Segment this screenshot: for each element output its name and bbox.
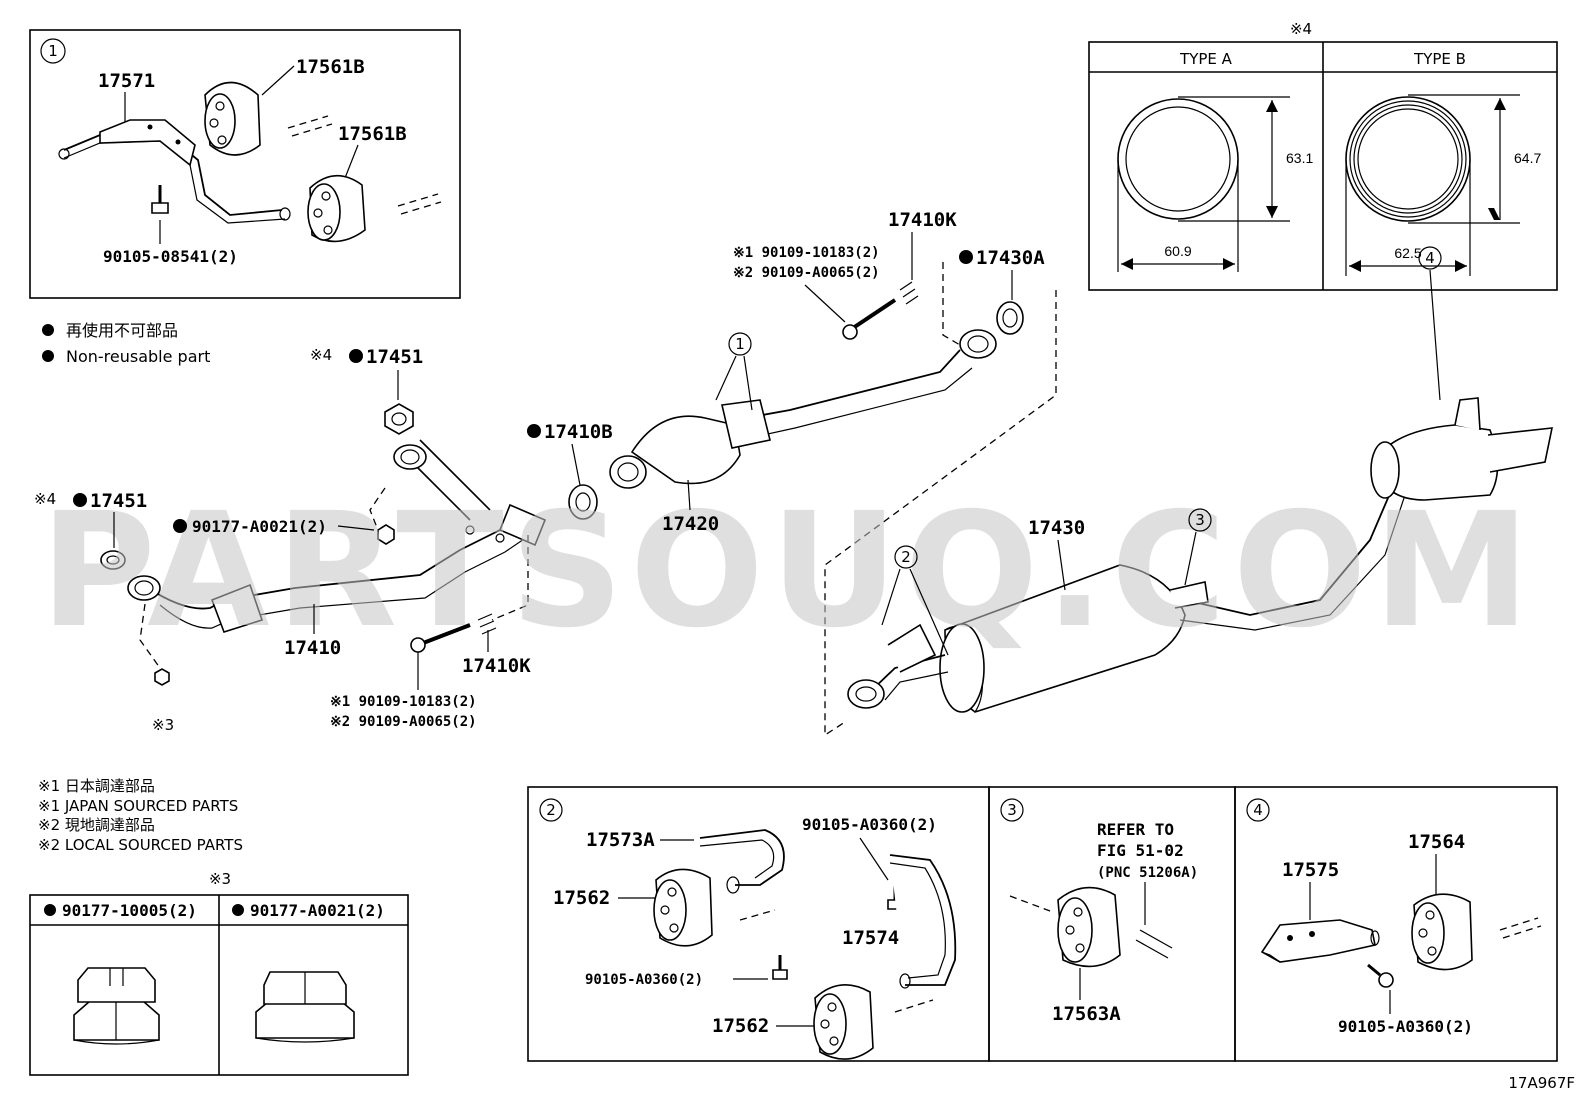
hanger-17562-upper-drawing	[653, 868, 713, 947]
callout-2: 2	[901, 548, 911, 566]
label-17451-top: 17451	[366, 346, 423, 368]
nut-90177-10005-drawing	[73, 967, 160, 1045]
label-bolt-upper-2: ※2 90109-A0065(2)	[733, 265, 880, 281]
label-17410k-lower: 17410K	[462, 655, 531, 677]
sourcing-note-2: ※1 JAPAN SOURCED PARTS	[38, 797, 238, 815]
bolt-90105-08541-drawing	[151, 185, 169, 214]
inset-1-box: 1 17571 17561B 17561B 90105-08541(2)	[29, 29, 461, 299]
callout-4: 4	[1425, 249, 1435, 267]
label-17410b: 17410B	[544, 421, 613, 443]
callout-1: 1	[735, 335, 745, 353]
nut-box: ※3 90177-10005(2) 90177-A0021(2)	[29, 870, 409, 1076]
bolt-90105-a0360-inset4-drawing	[1367, 963, 1394, 988]
label-17410: 17410	[284, 637, 341, 659]
main-labels: ※4 17451 ※4 17451 90177-A0021(2) 17410 1…	[34, 209, 1442, 734]
label-17451-left: 17451	[90, 490, 147, 512]
nut-box-right-label: 90177-A0021(2)	[250, 901, 385, 920]
inset-1-marker: 1	[48, 42, 58, 60]
label-17571: 17571	[98, 70, 155, 92]
hanger-17563a-drawing	[1057, 886, 1121, 968]
type-a-header: TYPE A	[1179, 50, 1233, 68]
front-pipe-17410-drawing	[127, 439, 547, 633]
label-17430: 17430	[1028, 517, 1085, 539]
label-17564: 17564	[1408, 831, 1465, 853]
muffler-17430-drawing	[847, 397, 1554, 713]
bolt-90105-a0360-inset2-lower-drawing	[772, 955, 788, 980]
nut-17451-top-drawing	[384, 403, 414, 435]
refer-line-1: REFER TO	[1097, 820, 1174, 839]
label-17573a: 17573A	[586, 829, 655, 851]
type-a-width: 60.9	[1164, 243, 1191, 259]
label-17574: 17574	[842, 927, 899, 949]
label-bolt-lower-1: ※1 90109-10183(2)	[330, 694, 477, 710]
label-90105-08541: 90105-08541(2)	[103, 247, 238, 266]
inset-3-box: 3 REFER TO FIG 51-02 (PNC 51206A) 17563A	[988, 786, 1236, 1062]
type-b-width: 62.5	[1394, 245, 1421, 261]
sourcing-note-4: ※2 LOCAL SOURCED PARTS	[38, 836, 243, 854]
inset-2-marker: 2	[546, 801, 556, 819]
inset-4-box: 4 17564 17575 90105-A0360(2)	[1234, 786, 1558, 1062]
type-b-height: 64.7	[1514, 150, 1541, 166]
sourcing-note-3: ※2 現地調達部品	[38, 816, 155, 834]
label-17420: 17420	[662, 513, 719, 535]
bracket-17574-drawing	[889, 854, 957, 989]
gasket-17410b-drawing	[568, 484, 598, 520]
label-90105-a0360-lower: 90105-A0360(2)	[585, 972, 703, 988]
hanger-17562-lower-drawing	[813, 983, 874, 1060]
gasket-type-table: ※4 TYPE A TYPE B 63.1 60.9	[1088, 20, 1558, 291]
label-17430a: 17430A	[976, 247, 1045, 269]
bracket-17571-drawing	[58, 119, 291, 224]
label-17561b-lower: 17561B	[338, 123, 407, 145]
label-17563a: 17563A	[1052, 1003, 1121, 1025]
bracket-17573a-drawing	[699, 829, 785, 894]
hanger-17564-drawing	[1411, 893, 1473, 971]
label-90105-a0360-inset4: 90105-A0360(2)	[1338, 1017, 1473, 1036]
watermark: PARTSOUQ.COM	[40, 479, 1536, 663]
label-90105-a0360-upper: 90105-A0360(2)	[802, 815, 937, 834]
type-a-height: 63.1	[1286, 150, 1313, 166]
hanger-17561b-lower-drawing	[307, 174, 366, 243]
type-b-gasket-drawing	[1345, 94, 1520, 276]
inset-4-marker: 4	[1253, 801, 1263, 819]
note-3-lower: ※3	[152, 716, 174, 734]
gasket-17430a-drawing	[996, 301, 1024, 335]
callout-3: 3	[1195, 511, 1205, 529]
inset-3-marker: 3	[1007, 801, 1017, 819]
label-90177-a0021: 90177-A0021(2)	[192, 517, 327, 536]
diagram-code: 17A967F	[1508, 1074, 1575, 1092]
bolt-upper-drawing	[842, 281, 919, 340]
gasket-table-note: ※4	[1290, 20, 1312, 38]
label-17562-upper: 17562	[553, 887, 610, 909]
nut-90177-drawing	[377, 524, 395, 545]
nut-90177-a0021-drawing	[255, 971, 355, 1043]
nut-lower-note3-drawing	[154, 668, 170, 686]
label-17575: 17575	[1282, 859, 1339, 881]
label-bolt-lower-2: ※2 90109-A0065(2)	[330, 714, 477, 730]
bolt-lower-drawing	[410, 613, 497, 653]
nut-box-note: ※3	[209, 870, 231, 888]
type-b-header: TYPE B	[1413, 50, 1466, 68]
bracket-17575-drawing	[1260, 919, 1380, 963]
nut-box-left-label: 90177-10005(2)	[62, 901, 197, 920]
label-17562-lower: 17562	[712, 1015, 769, 1037]
legend: 再使用不可部品 Non-reusable part	[42, 321, 210, 366]
inset-2-box: 2 17573A 90105-A0360(2) 17562 17574 9010…	[527, 786, 990, 1062]
label-bolt-upper-1: ※1 90109-10183(2)	[733, 245, 880, 261]
gasket-17451-left-drawing	[100, 550, 126, 570]
sourcing-note-1: ※1 日本調達部品	[38, 777, 155, 795]
label-17410k-upper: 17410K	[888, 209, 957, 231]
refer-line-3: (PNC 51206A)	[1097, 865, 1198, 881]
sourcing-notes: ※1 日本調達部品 ※1 JAPAN SOURCED PARTS ※2 現地調達…	[38, 777, 243, 854]
legend-non-reusable-en: Non-reusable part	[66, 347, 210, 366]
note-17451-left: ※4	[34, 490, 56, 508]
converter-17420-drawing	[609, 329, 997, 489]
label-17561b-upper: 17561B	[296, 56, 365, 78]
note-17451-top: ※4	[310, 346, 332, 364]
legend-non-reusable-jp: 再使用不可部品	[66, 321, 178, 340]
type-a-gasket-drawing	[1117, 96, 1290, 272]
hanger-17561b-upper-drawing	[204, 81, 261, 156]
refer-line-2: FIG 51-02	[1097, 841, 1184, 860]
